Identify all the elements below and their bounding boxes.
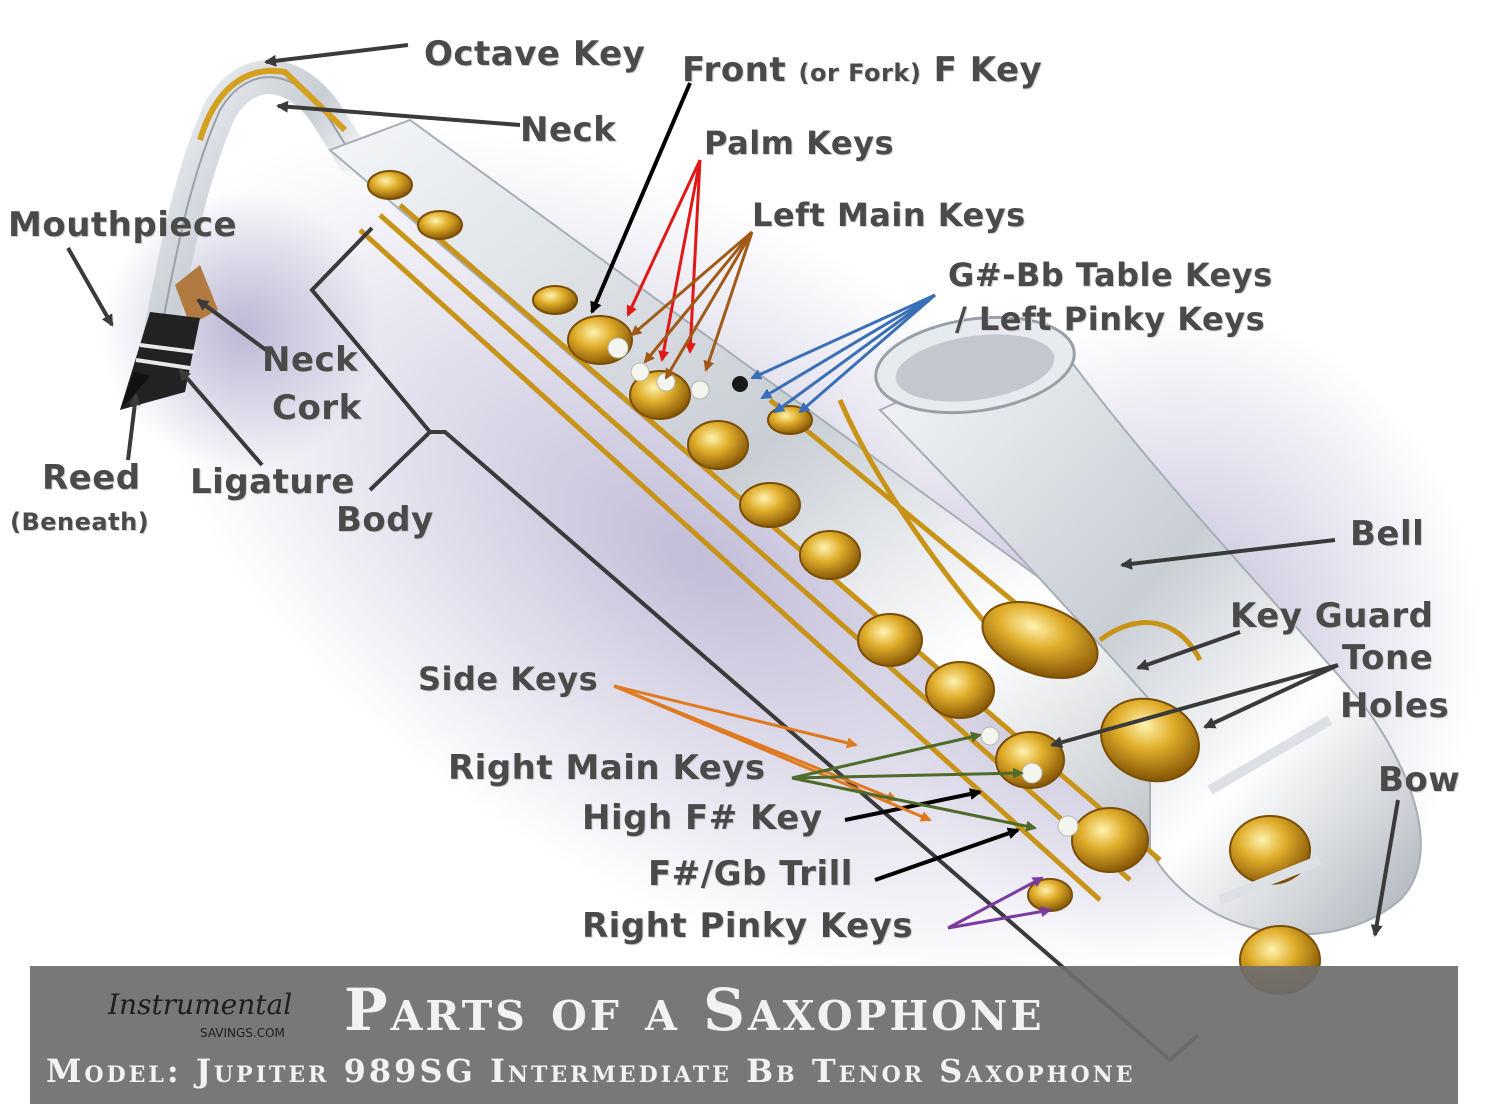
callout-arrows-brown [630,230,754,380]
label-neck: Neck [520,110,617,150]
label-tone-holes-line2: Holes [1340,686,1450,726]
label-neck-cork-line2: Cork [272,388,362,428]
label-side-keys: Side Keys [418,660,599,698]
label-right-pinky-keys: Right Pinky Keys [582,906,914,946]
label-table-keys-line2: / Left Pinky Keys [955,300,1266,338]
label-left-main-keys: Left Main Keys [752,196,1026,234]
label-key-guard: Key Guard [1230,596,1434,636]
label-bell: Bell [1350,514,1425,554]
label-reed-note: (Beneath) [10,508,150,536]
brand-logo: Instrumental SAVINGS.COM [108,974,292,1046]
label-right-main-keys: Right Main Keys [448,748,766,788]
label-front-f-key-paren: (or Fork) [798,59,922,87]
label-tone-holes-line1: Tone [1342,638,1434,678]
label-ligature: Ligature [190,462,355,502]
label-palm-keys: Palm Keys [704,124,894,162]
saxophone-illustration [120,60,1422,995]
label-bow: Bow [1378,760,1461,800]
banner-title: Parts of a Saxophone [344,976,1045,1044]
label-high-fsharp-key: High F# Key [582,798,823,838]
callout-arrows-orange [613,684,932,822]
label-table-keys-line1: G#-Bb Table Keys [948,256,1273,294]
label-front-f-key-end: F Key [933,50,1043,90]
logo-wordmark: Instrumental [108,988,293,1021]
label-fsharp-gb-trill: F#/Gb Trill [648,854,853,894]
callout-arrows-gray [66,43,1400,937]
banner-subtitle: Model: Jupiter 989SG Intermediate Bb Ten… [46,1052,1136,1090]
label-neck-cork-line1: Neck [262,340,359,380]
callout-arrows-blue [750,293,936,414]
callout-arrows-green [791,731,1037,832]
callout-arrows-black [590,82,1020,882]
title-banner: Instrumental SAVINGS.COM Parts of a Saxo… [30,966,1458,1104]
callout-arrows-red [626,159,702,362]
label-front-f-key-main: Front [682,50,787,90]
label-mouthpiece: Mouthpiece [8,205,238,245]
label-octave-key: Octave Key [424,34,646,74]
label-front-f-key: Front (or Fork) F Key [682,50,1042,90]
callout-arrows-purple [947,876,1052,930]
label-reed: Reed [42,458,141,498]
label-body: Body [336,500,434,540]
logo-site: SAVINGS.COM [200,1026,285,1040]
